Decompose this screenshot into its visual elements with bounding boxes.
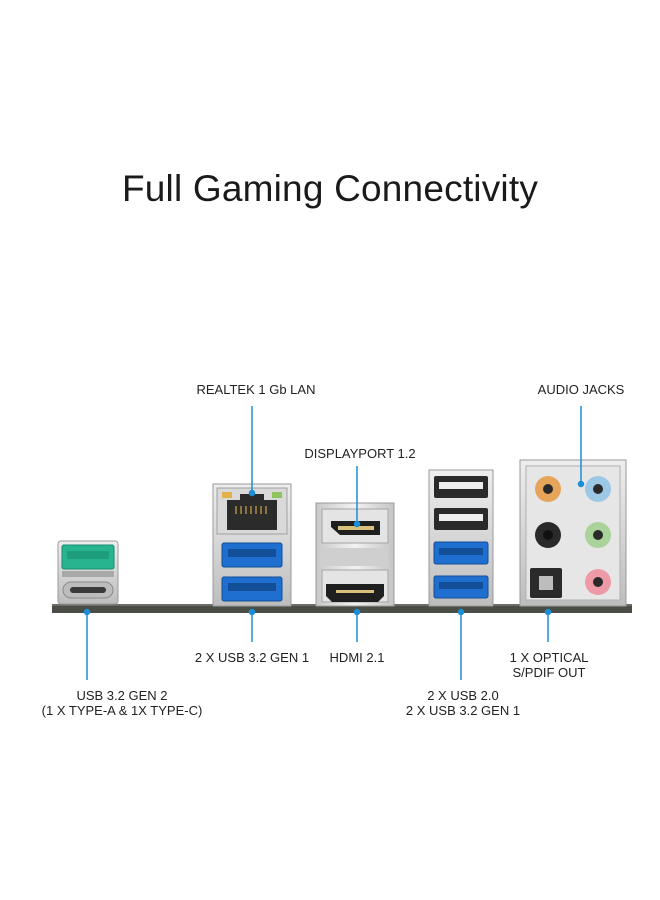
label-audio-jacks: AUDIO JACKS: [537, 382, 625, 397]
rj45-port: [227, 500, 277, 530]
label-realtek-lan: REALTEK 1 Gb LAN: [196, 382, 316, 397]
audio-jack-block: [519, 459, 627, 607]
usb-stack-block: [428, 469, 494, 607]
page-title: Full Gaming Connectivity: [121, 168, 539, 209]
label-hdmi: HDMI 2.1: [329, 650, 385, 665]
usb32-gen2-port-block: [57, 540, 119, 605]
label-usb32-gen1-pair: 2 X USB 3.2 GEN 1: [194, 650, 310, 665]
motherboard-edge: [52, 604, 632, 613]
lan-usb-port-block: [212, 483, 292, 607]
callout-lines: [83, 406, 585, 680]
label-usb-stack: 2 X USB 2.0 2 X USB 3.2 GEN 1: [405, 688, 521, 718]
video-port-block: [315, 502, 395, 607]
label-displayport: DISPLAYPORT 1.2: [304, 446, 416, 461]
label-optical-spdif: 1 X OPTICAL S/PDIF OUT: [509, 650, 589, 680]
label-usb32-gen2: USB 3.2 GEN 2 (1 X TYPE-A & 1X TYPE-C): [41, 688, 203, 718]
